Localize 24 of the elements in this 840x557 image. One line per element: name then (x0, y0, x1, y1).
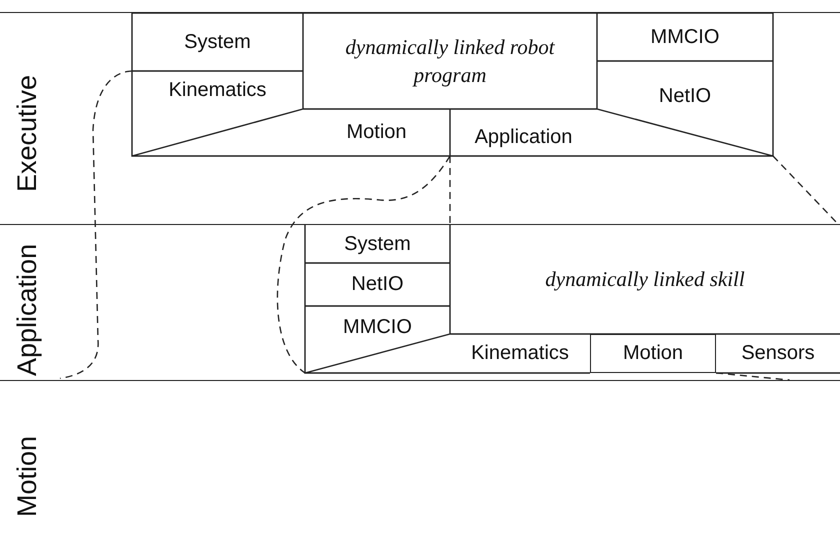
component-label: Motion (590, 334, 716, 373)
component-label: System (305, 225, 450, 263)
layer-label: Application (12, 242, 43, 378)
projection-line (276, 156, 451, 374)
component-label: MMCIO (305, 306, 450, 348)
component-label: Kinematics (450, 334, 590, 373)
component-label: Kinematics (132, 71, 303, 109)
projection-line (716, 372, 790, 381)
software-module (132, 13, 773, 156)
component-label: MMCIO (597, 13, 773, 61)
projection-line (772, 156, 838, 224)
layer-label: Motion (12, 434, 43, 519)
component-label: NetIO (597, 81, 773, 111)
component-label: Motion (303, 109, 450, 156)
projection-line (449, 156, 451, 225)
projection-line (60, 70, 132, 380)
component-label: NetIO (305, 263, 450, 306)
component-label: System (132, 13, 303, 71)
layer-label: Executive (12, 73, 43, 194)
module-title: dynamically linked skill (544, 266, 746, 294)
component-label: Application (450, 119, 597, 156)
software-module (305, 225, 840, 373)
module-title: dynamically linked robot program (344, 34, 556, 89)
component-label: Sensors (716, 334, 840, 373)
